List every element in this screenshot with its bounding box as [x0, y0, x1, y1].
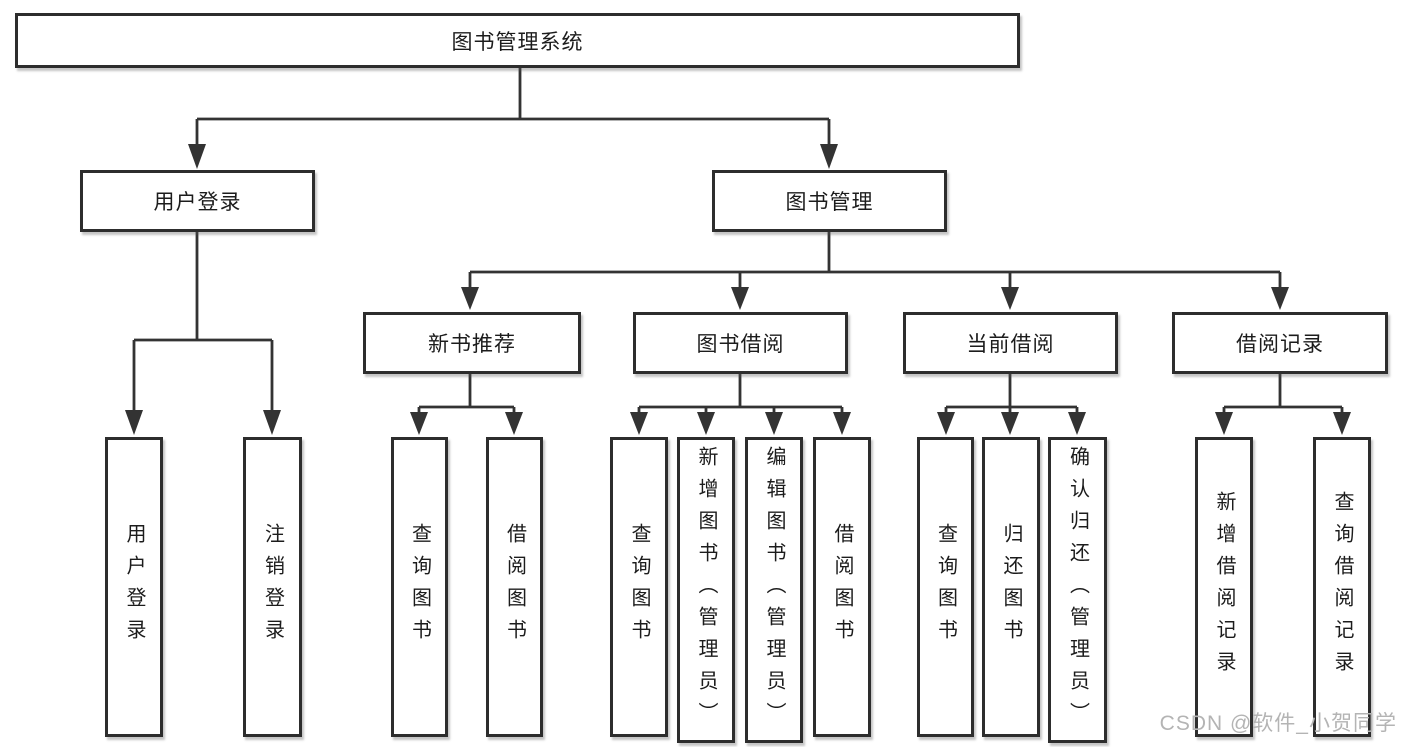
leaf-user-login: 用户登录	[105, 437, 163, 737]
node-borrow-records: 借阅记录	[1172, 312, 1388, 374]
node-book-management: 图书管理	[712, 170, 947, 232]
leaf-recommend-borrow-books: 借阅图书	[486, 437, 543, 737]
leaf-borrowing-edit-books-admin: 编辑图书（管理员）	[745, 437, 803, 743]
node-root: 图书管理系统	[15, 13, 1020, 68]
node-new-book-recommend: 新书推荐	[363, 312, 581, 374]
leaf-current-return-books: 归还图书	[982, 437, 1040, 737]
csdn-watermark: CSDN @软件_小贺同学	[1159, 712, 1397, 735]
leaf-recommend-query-books: 查询图书	[391, 437, 448, 737]
leaf-logout: 注销登录	[243, 437, 302, 737]
node-current-borrowing: 当前借阅	[903, 312, 1118, 374]
leaf-records-query-record: 查询借阅记录	[1313, 437, 1371, 737]
leaf-borrowing-add-books-admin: 新增图书（管理员）	[677, 437, 735, 743]
leaf-borrowing-query-books: 查询图书	[610, 437, 668, 737]
leaf-borrowing-borrow-books: 借阅图书	[813, 437, 871, 737]
node-user-login-branch: 用户登录	[80, 170, 315, 232]
leaf-current-query-books: 查询图书	[917, 437, 974, 737]
leaf-records-add-record: 新增借阅记录	[1195, 437, 1253, 737]
leaf-current-confirm-return-admin: 确认归还（管理员）	[1048, 437, 1107, 743]
node-book-borrowing: 图书借阅	[633, 312, 848, 374]
